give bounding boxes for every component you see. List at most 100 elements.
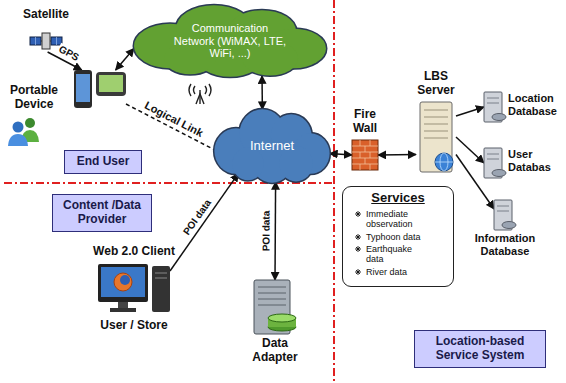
server-slot xyxy=(258,305,286,306)
server-icon xyxy=(252,280,298,334)
server-icon: LBS Server xyxy=(416,102,456,172)
database-icon: Information Database xyxy=(494,200,516,230)
satellite-icon: Satellite xyxy=(30,30,62,52)
connector-arrow xyxy=(456,107,484,116)
region-divider xyxy=(4,182,334,184)
cloud-label: Internet xyxy=(250,139,294,154)
antenna-wave xyxy=(189,84,191,96)
connector-arrow xyxy=(456,137,484,163)
database-icon xyxy=(484,92,506,122)
connector-arrow xyxy=(116,48,134,70)
edge-label: GPS xyxy=(56,43,82,64)
server-icon xyxy=(416,102,456,172)
node-label: Satellite xyxy=(16,8,76,22)
solar-panel xyxy=(51,37,62,45)
node-label: Information Database xyxy=(469,232,541,257)
node-label: Data Adapter xyxy=(243,337,307,365)
database-disk xyxy=(502,222,516,229)
panel-line xyxy=(35,37,36,45)
role-box: Content /Data Provider xyxy=(52,194,152,232)
brick-line xyxy=(370,152,371,158)
firewall-wall xyxy=(352,140,378,170)
server-slot xyxy=(424,110,448,111)
box-label: Location-based Service System xyxy=(421,335,539,363)
brick-line xyxy=(365,146,366,152)
computer-icon xyxy=(98,264,170,312)
node-label: Web 2.0 Client xyxy=(84,245,184,259)
cloud-outline xyxy=(214,109,329,182)
database-slot xyxy=(487,159,499,160)
box-label: Content /Data Provider xyxy=(59,199,145,227)
database-icon xyxy=(484,148,506,178)
drive-slot xyxy=(155,278,167,279)
server-slot xyxy=(258,299,286,300)
service-text: River data xyxy=(366,267,407,277)
browser-logo xyxy=(120,275,130,285)
cloud-fill xyxy=(214,109,329,182)
user-body xyxy=(8,134,28,146)
satellite-icon xyxy=(30,30,62,52)
antenna-base xyxy=(196,94,204,104)
solar-panel xyxy=(30,37,41,45)
box-label: End User xyxy=(71,155,135,169)
firewall-icon xyxy=(352,140,378,170)
database-slot xyxy=(497,206,509,207)
connector-arrow xyxy=(261,76,263,110)
service-item: Typhoon data xyxy=(355,232,445,242)
server-icon xyxy=(254,280,296,334)
user-icon xyxy=(8,118,39,146)
database-icon xyxy=(494,200,516,230)
drive-slot xyxy=(155,273,167,274)
antenna-wave xyxy=(194,86,196,94)
brick-line xyxy=(365,158,366,164)
service-text: Immediate observation xyxy=(366,209,432,230)
browser-logo xyxy=(114,273,132,291)
database-icon xyxy=(484,148,506,178)
server-slot xyxy=(424,131,448,132)
brick-line xyxy=(360,140,361,146)
server-icon: Data Adapter xyxy=(252,280,298,334)
bullet-mark xyxy=(355,234,361,240)
computer-icon xyxy=(98,264,170,314)
phone-body xyxy=(74,70,92,108)
cloud-label: Communication Network (WiMAX, LTE, WiFi,… xyxy=(171,22,289,60)
panel-line xyxy=(56,37,57,45)
connector-arrow xyxy=(378,154,416,156)
gps-body xyxy=(96,72,126,96)
brick-line xyxy=(370,164,371,170)
database-slot xyxy=(487,154,499,155)
antenna-wave xyxy=(205,86,207,94)
connector-arrow xyxy=(48,52,82,70)
database-slot xyxy=(487,98,499,99)
globe-line xyxy=(435,162,453,163)
bullet-mark xyxy=(356,247,360,251)
node-label: Portable Device xyxy=(2,84,66,112)
monitor-screen xyxy=(101,267,145,297)
cloud-outline xyxy=(164,42,216,74)
satellite-body xyxy=(42,33,50,49)
brick-line xyxy=(360,152,361,158)
firewall-icon: Fire Wall xyxy=(352,140,378,170)
bullet-mark xyxy=(355,246,361,252)
role-box: End User xyxy=(64,150,142,174)
phone-screen xyxy=(76,74,90,102)
cloud-fill xyxy=(164,42,216,74)
bullet-mark xyxy=(356,270,360,274)
region-divider xyxy=(333,0,335,383)
portable-device-icon: Portable Device xyxy=(74,70,126,110)
bullet-mark xyxy=(356,235,360,239)
connector-arrow xyxy=(330,154,352,155)
connector-arrow xyxy=(274,182,276,280)
brick-line xyxy=(360,164,361,170)
monitor-stand xyxy=(118,302,128,308)
service-text: Earthquake data xyxy=(366,244,432,265)
bullet-mark xyxy=(356,247,360,251)
server-slot xyxy=(258,293,286,294)
database-slot xyxy=(487,103,499,104)
internet-cloud: Internet xyxy=(212,108,332,184)
logical-link xyxy=(126,104,214,150)
database-icon: User Databas xyxy=(484,148,506,178)
node-label: Fire Wall xyxy=(342,108,388,136)
